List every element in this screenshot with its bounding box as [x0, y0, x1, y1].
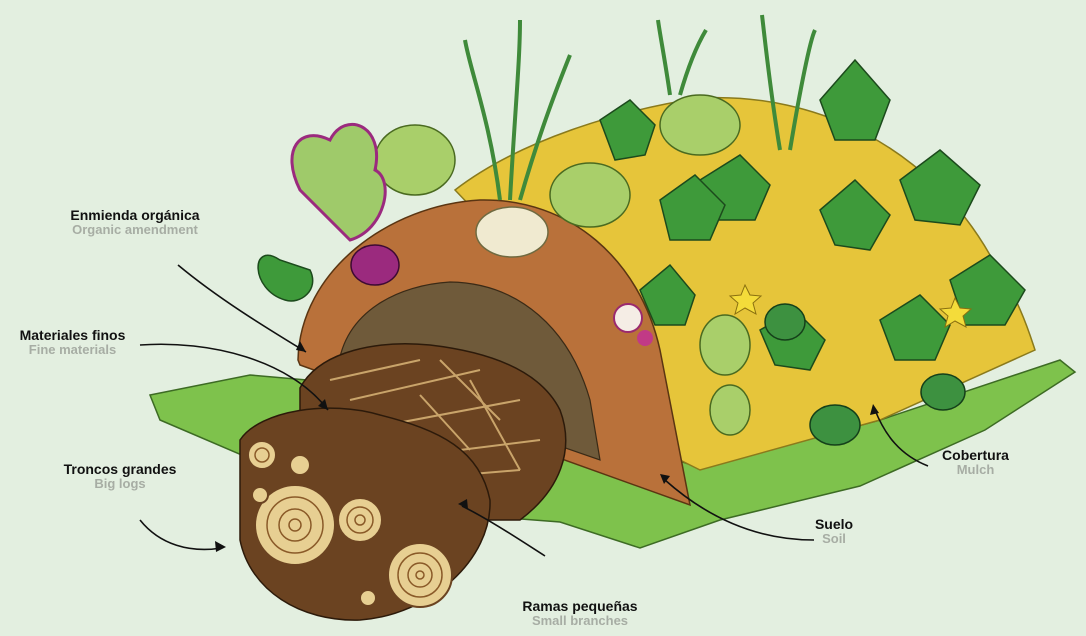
label-es: Troncos grandes — [50, 461, 190, 477]
label-es: Enmienda orgánica — [45, 207, 225, 223]
label-en: Organic amendment — [45, 223, 225, 238]
label-big-logs: Troncos grandes Big logs — [50, 461, 190, 492]
label-es: Cobertura — [928, 447, 1023, 463]
radish — [614, 304, 642, 332]
label-fine-materials: Materiales finos Fine materials — [0, 327, 145, 358]
label-es: Suelo — [804, 516, 864, 532]
label-en: Big logs — [50, 477, 190, 492]
label-en: Fine materials — [0, 343, 145, 358]
label-en: Soil — [804, 532, 864, 547]
garlic — [476, 207, 548, 257]
label-en: Mulch — [928, 463, 1023, 478]
label-organic-amendment: Enmienda orgánica Organic amendment — [45, 207, 225, 238]
label-small-branches: Ramas pequeñas Small branches — [510, 598, 650, 629]
label-en: Small branches — [510, 614, 650, 629]
label-es: Ramas pequeñas — [510, 598, 650, 614]
label-mulch: Cobertura Mulch — [928, 447, 1023, 478]
label-es: Materiales finos — [0, 327, 145, 343]
label-soil: Suelo Soil — [804, 516, 864, 547]
